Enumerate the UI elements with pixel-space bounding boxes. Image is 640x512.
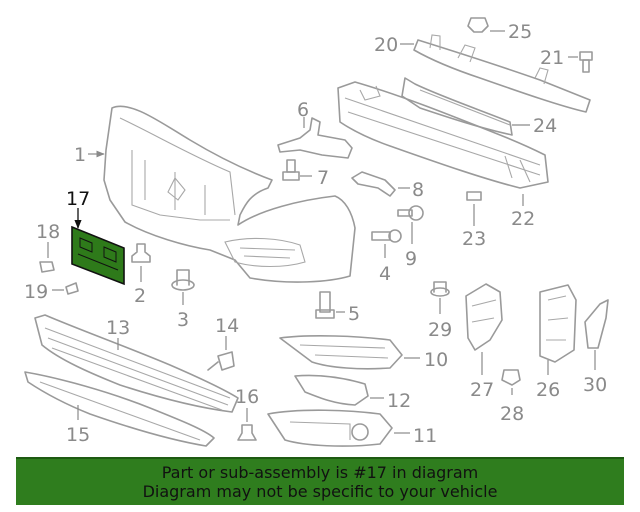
callout-3: 3	[177, 309, 189, 331]
part-19-screw	[52, 282, 79, 295]
part-9-bolt	[397, 205, 424, 244]
callout-29: 29	[428, 319, 452, 341]
callout-labels: 1 2 3 4 5 6 7 8 9 10 11 12 13 14 15 16 1…	[24, 21, 607, 447]
callout-18: 18	[36, 221, 60, 243]
banner-line-part-note: Part or sub-assembly is #17 in diagram	[161, 463, 479, 482]
callout-1: 1	[74, 144, 86, 166]
part-25-clip	[467, 17, 505, 33]
part-15-lower-spoiler	[24, 371, 215, 447]
part-21-bolt	[568, 51, 593, 73]
part-28-clip	[501, 369, 521, 395]
part-17-license-bracket-highlighted	[71, 208, 125, 286]
part-23-bolt	[466, 191, 482, 226]
callout-22: 22	[511, 208, 535, 230]
callout-30: 30	[583, 374, 607, 396]
part-30-bracket	[584, 299, 609, 370]
callout-17-highlighted: 17	[66, 188, 90, 210]
callout-6: 6	[297, 99, 309, 121]
callout-19: 19	[24, 281, 48, 303]
part-6-bracket	[277, 117, 353, 159]
callout-27: 27	[470, 379, 494, 401]
part-22-bumper-beam	[337, 81, 549, 206]
part-5-bolt	[315, 291, 345, 319]
part-12-cover	[294, 374, 384, 406]
part-24-absorber	[401, 77, 530, 136]
part-29-clip	[430, 281, 450, 314]
callout-9: 9	[405, 248, 417, 270]
callout-5: 5	[348, 303, 360, 325]
callout-2: 2	[134, 285, 146, 307]
callout-13: 13	[106, 317, 130, 339]
info-banner: Part or sub-assembly is #17 in diagram D…	[16, 457, 624, 505]
exploded-parts-diagram: 1 2 3 4 5 6 7 8 9 10 11 12 13 14 15 16 1…	[24, 17, 609, 447]
callout-15: 15	[66, 424, 90, 446]
part-2-clip	[131, 243, 151, 282]
callout-23: 23	[462, 228, 486, 250]
part-10-fog-bezel	[279, 335, 420, 370]
callout-28: 28	[500, 403, 524, 425]
part-1-bumper-cover	[103, 105, 356, 283]
part-18-screw	[39, 242, 55, 273]
part-16-grommet	[237, 408, 257, 441]
part-14-clip	[207, 336, 235, 371]
callout-26: 26	[536, 379, 560, 401]
part-4-screw	[371, 229, 402, 258]
callout-8: 8	[412, 179, 424, 201]
part-3-grommet	[171, 269, 195, 305]
part-7-bolt	[282, 159, 312, 181]
part-26-side-bracket	[539, 284, 577, 375]
callout-12: 12	[387, 390, 411, 412]
callout-10: 10	[424, 349, 448, 371]
callout-16: 16	[235, 386, 259, 408]
part-13-grille	[34, 314, 239, 413]
callout-21: 21	[540, 47, 564, 69]
callout-25: 25	[508, 21, 532, 43]
callout-24: 24	[533, 115, 557, 137]
callout-11: 11	[413, 425, 437, 447]
part-27-side-bracket	[465, 283, 503, 375]
part-11-lower-bezel	[267, 409, 410, 447]
part-20-absorber-rail	[400, 34, 591, 113]
callout-20: 20	[374, 34, 398, 56]
callout-4: 4	[379, 263, 391, 285]
banner-line-disclaimer: Diagram may not be specific to your vehi…	[142, 482, 498, 501]
callout-14: 14	[215, 315, 239, 337]
callout-7: 7	[317, 167, 329, 189]
part-8-strip	[351, 171, 410, 197]
